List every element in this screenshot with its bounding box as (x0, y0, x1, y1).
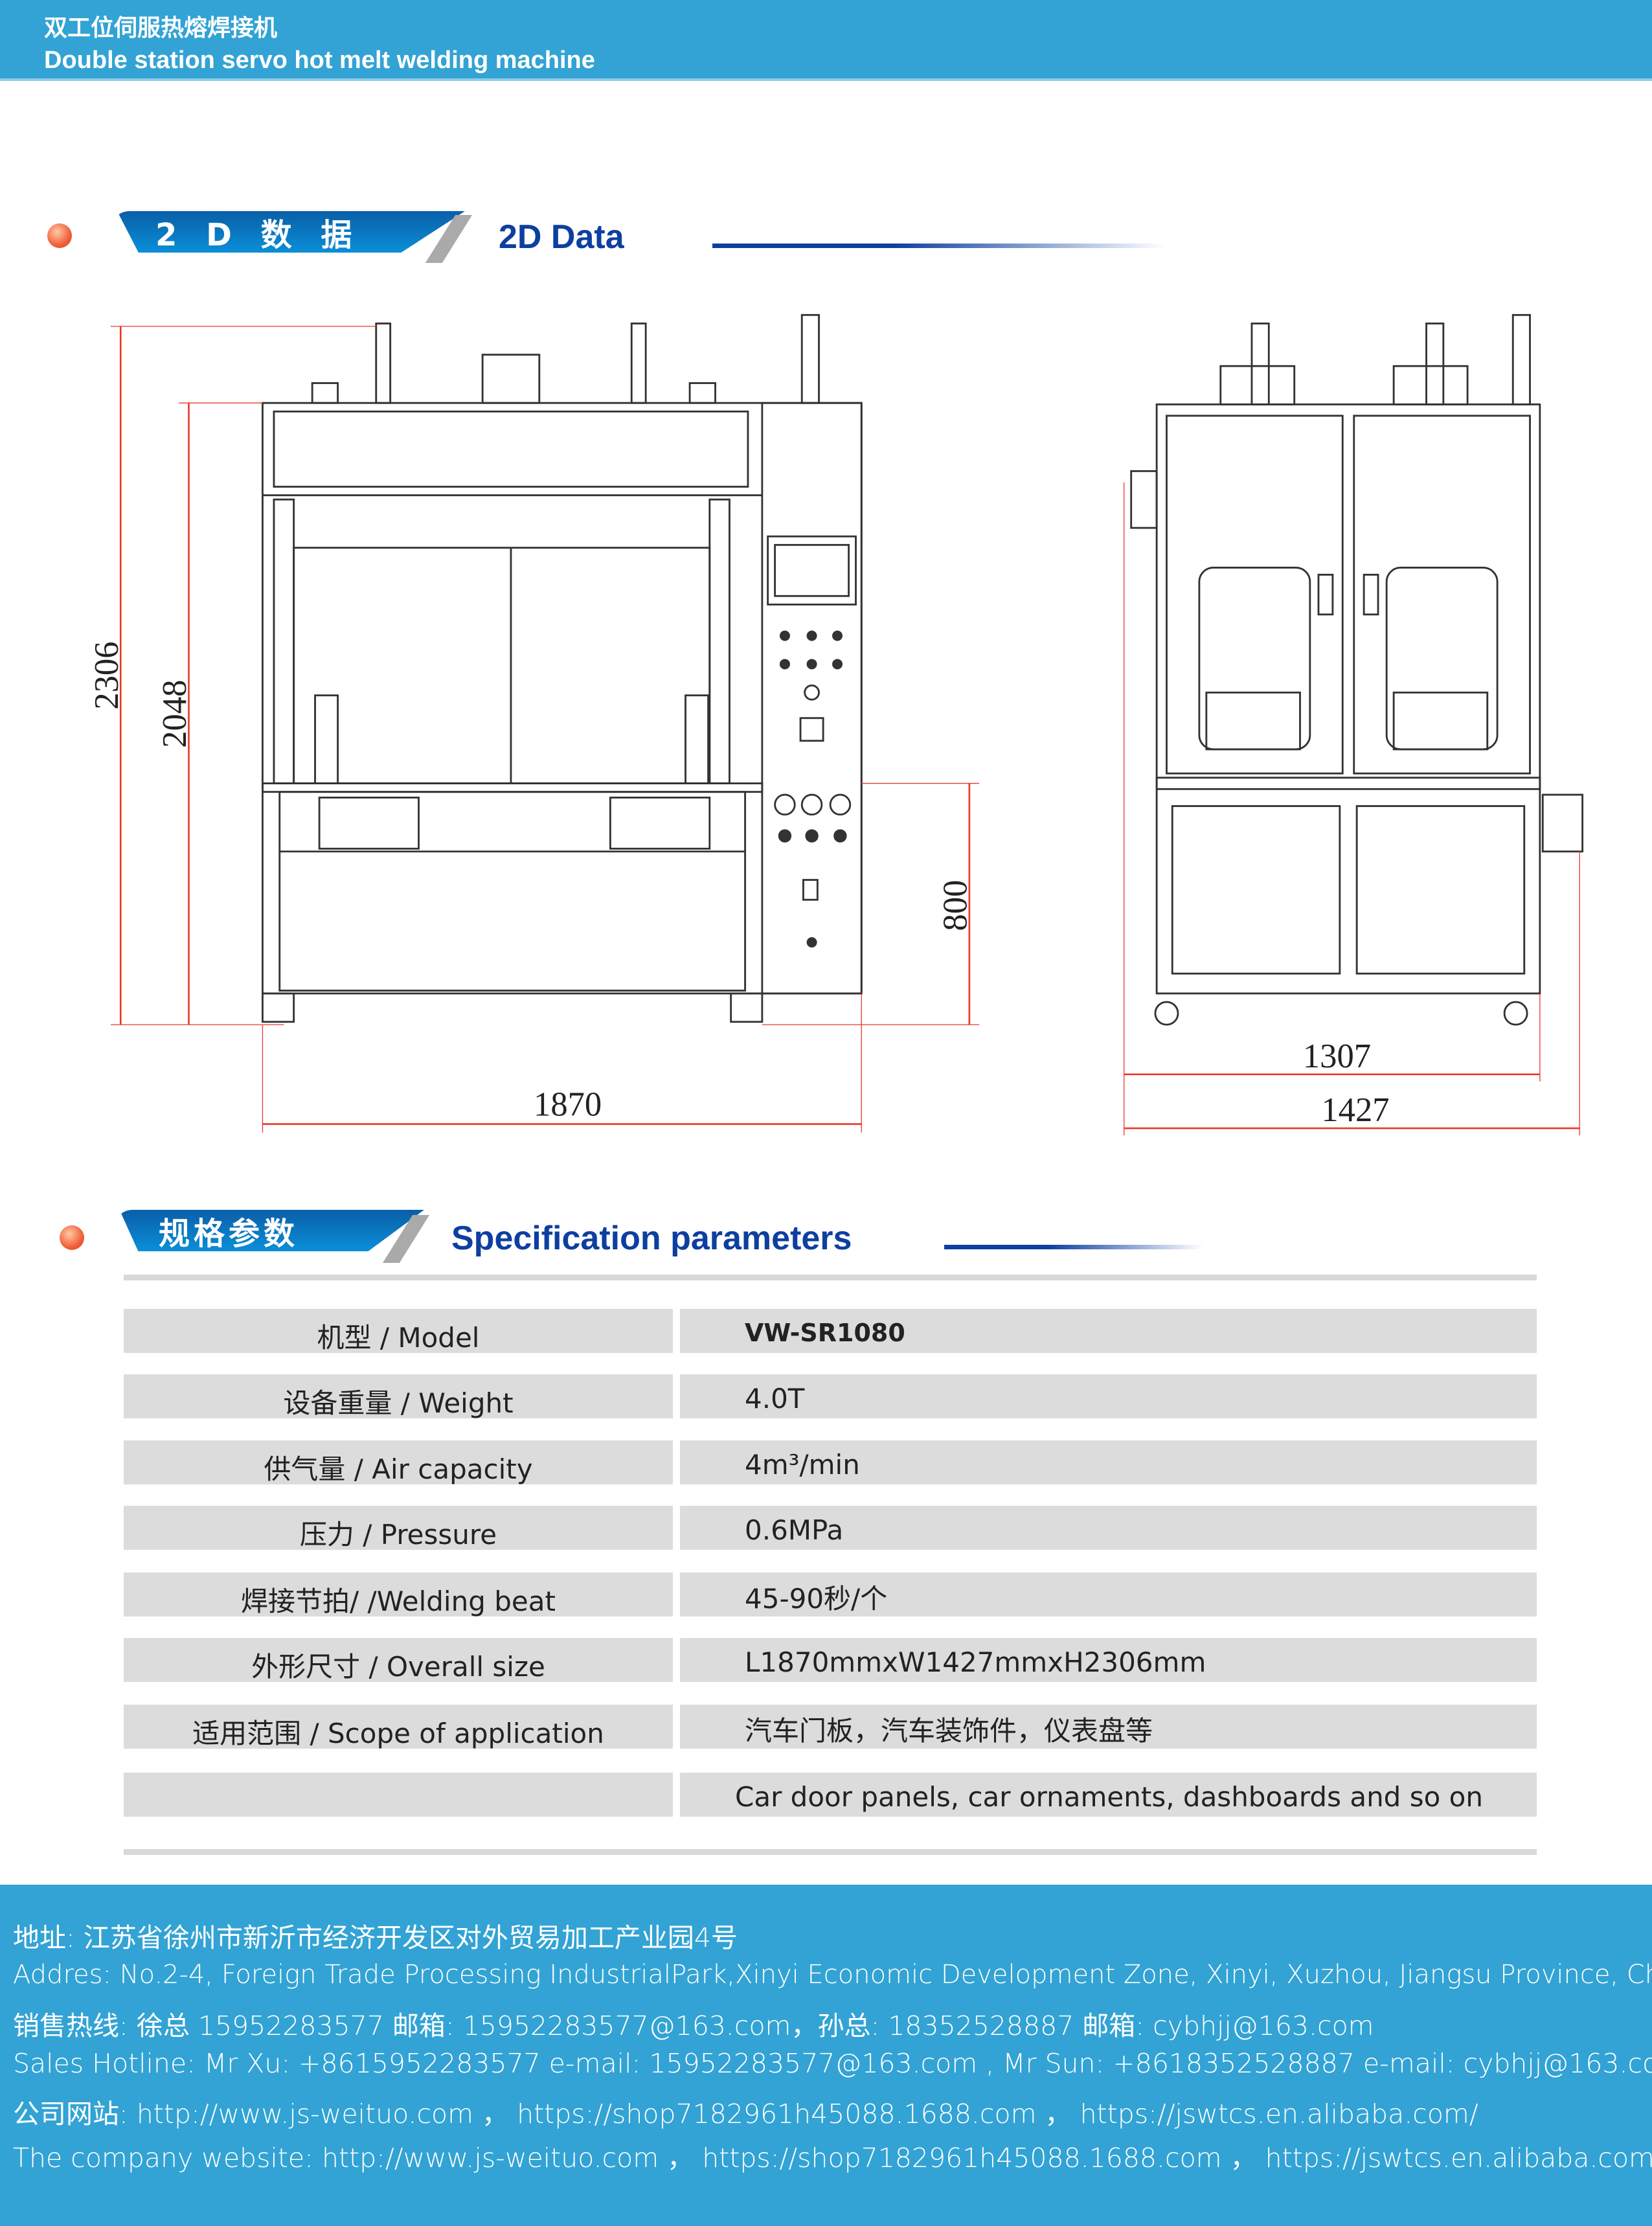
dim-2048: 2048 (156, 680, 194, 748)
spec-value: Car door panels, car ornaments, dashboar… (680, 1773, 1537, 1817)
table-top-rule (124, 1275, 1537, 1280)
section-title-2d: 2D Data (499, 218, 624, 256)
spec-label: 外形尺寸 / Overall size (124, 1638, 673, 1683)
spec-value: L1870mmxW1427mmxH2306mm (680, 1638, 1537, 1682)
technical-drawing: 2306 2048 800 1870 1307 1427 (88, 313, 1584, 1136)
spec-value: 0.6MPa (680, 1506, 1537, 1550)
section-title-spec: Specification parameters (451, 1220, 852, 1257)
spec-label: 焊接节拍/ /Welding beat (124, 1573, 673, 1617)
section-rule (712, 244, 1166, 248)
dim-2306: 2306 (88, 641, 126, 709)
page-header: 双工位伺服热熔焊接机 Double station servo hot melt… (0, 0, 1652, 81)
spec-value: 汽车门板，汽车装饰件，仪表盘等 (680, 1705, 1537, 1749)
table-bottom-rule (124, 1849, 1537, 1855)
spec-label: 设备重量 / Weight (124, 1374, 673, 1419)
front-view (262, 313, 863, 1023)
side-view (1130, 313, 1584, 1026)
section-tab-spec: 规格参数 (119, 1210, 424, 1251)
spec-value: VW-SR1080 (680, 1309, 1537, 1353)
spec-value: 45-90秒/个 (680, 1573, 1537, 1617)
dim-800: 800 (936, 880, 974, 931)
address-en: Addres: No.2-4, Foreign Trade Processing… (13, 1960, 1652, 1990)
bullet-icon (60, 1225, 84, 1250)
spec-label (124, 1773, 673, 1817)
bullet-icon (47, 223, 72, 248)
dimension-lines (110, 326, 1580, 1136)
dim-1307: 1307 (1303, 1038, 1371, 1075)
spec-label: 供气量 / Air capacity (124, 1440, 673, 1485)
spec-value: 4.0T (680, 1374, 1537, 1418)
spec-label: 机型 / Model (124, 1309, 673, 1354)
title-cn: 双工位伺服热熔焊接机 (44, 15, 278, 41)
hotline-cn: 销售热线: 徐总 15952283577 邮箱: 15952283577@163… (13, 2010, 1374, 2041)
website-en: The company website: http://www.js-weitu… (13, 2142, 1652, 2174)
section-rule (944, 1245, 1203, 1249)
address-cn: 地址: 江苏省徐州市新沂市经济开发区对外贸易加工产业园4号 (13, 1922, 738, 1953)
hotline-en: Sales Hotline: Mr Xu: +8615952283577 e-m… (13, 2048, 1652, 2079)
spec-value: 4m³/min (680, 1440, 1537, 1484)
dim-1427: 1427 (1321, 1091, 1389, 1129)
website-cn: 公司网站: http://www.js-weituo.com ， https:/… (13, 2098, 1478, 2129)
spec-label: 压力 / Pressure (124, 1506, 673, 1550)
dim-1870: 1870 (534, 1085, 602, 1123)
title-en: Double station servo hot melt welding ma… (44, 47, 595, 74)
footer-contact: 地址: 江苏省徐州市新沂市经济开发区对外贸易加工产业园4号 Addres: No… (0, 1885, 1652, 2226)
section-tab-2d: 2 D 数 据 (117, 211, 465, 253)
spec-label: 适用范围 / Scope of application (124, 1705, 673, 1749)
